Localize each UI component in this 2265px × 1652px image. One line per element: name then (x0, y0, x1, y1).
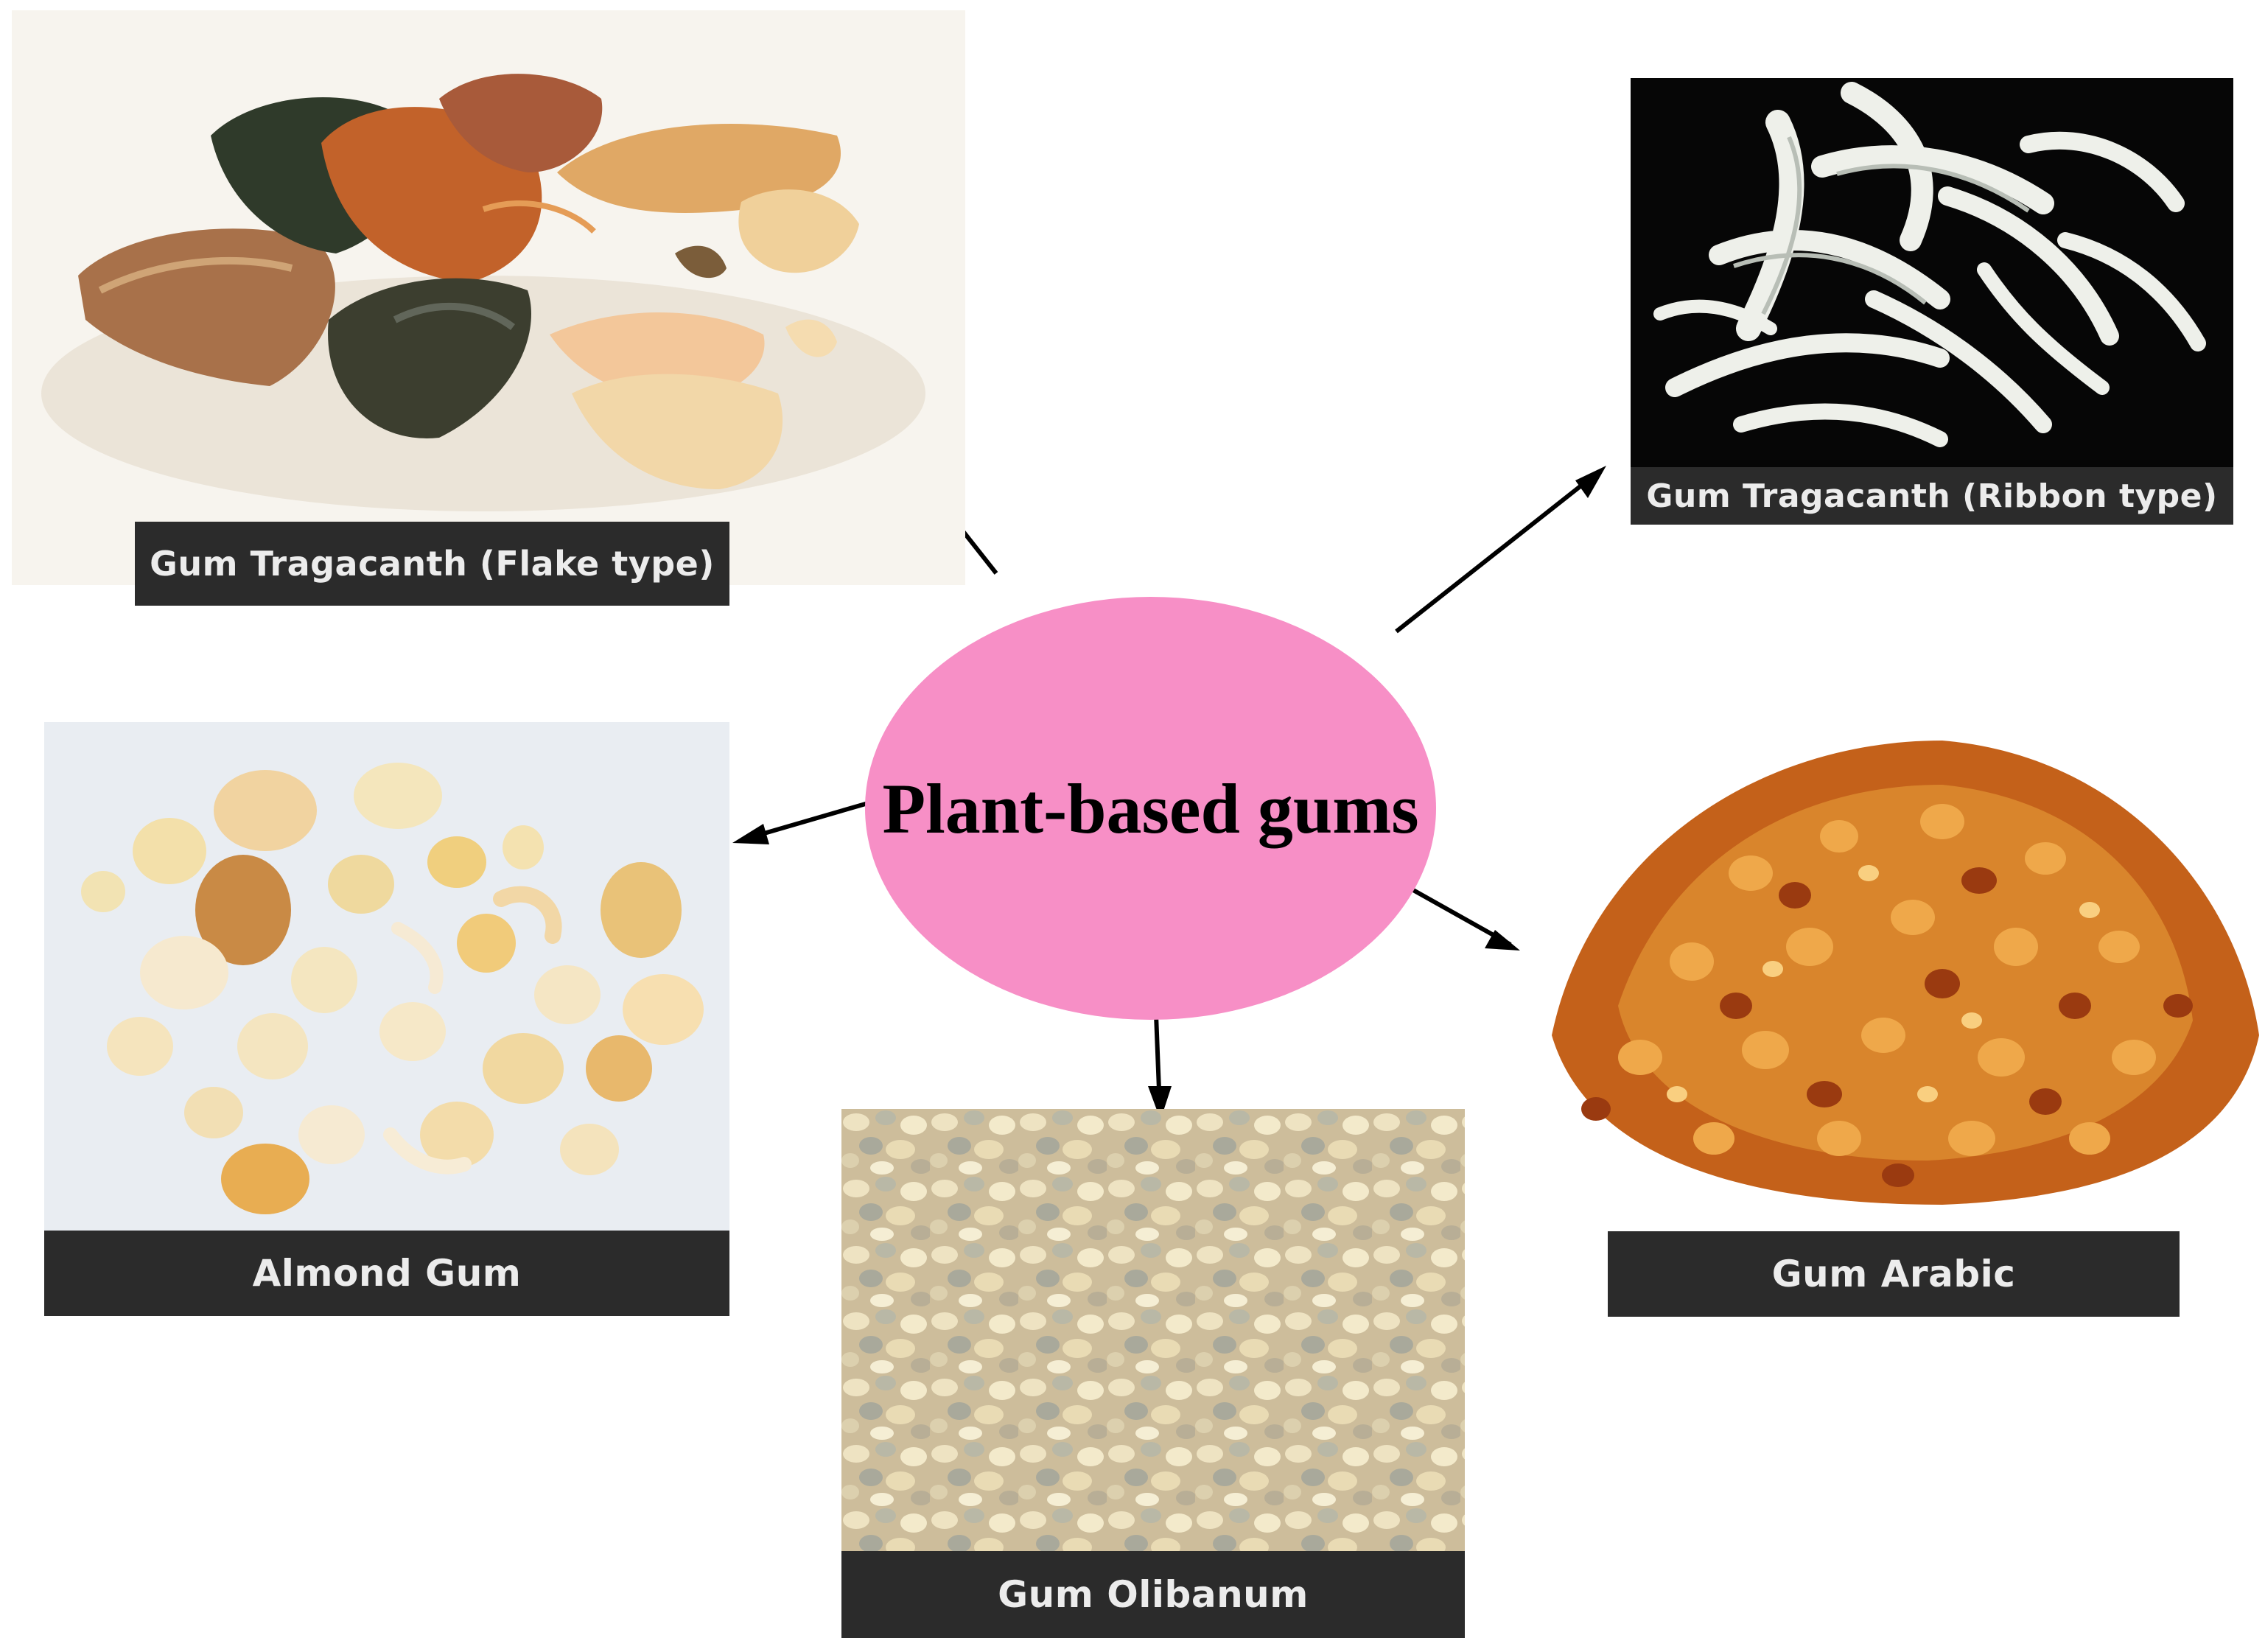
caption-ribbon: Gum Tragacanth (Ribbon type) (1631, 467, 2233, 525)
arrowhead-arabic (1485, 930, 1520, 951)
arrowhead-olibanum (1148, 1086, 1172, 1120)
arabic-photo (1530, 726, 2265, 1227)
panel-ribbon: Gum Tragacanth (Ribbon type) (1631, 78, 2233, 525)
panel-flake (12, 10, 965, 585)
caption-arabic: Gum Arabic (1608, 1231, 2180, 1317)
arrowhead-ribbon (1575, 466, 1606, 498)
ribbon-photo (1631, 78, 2233, 469)
arrow-to-ribbon (1395, 469, 1600, 634)
center-title: Plant-based gums (882, 769, 1419, 848)
caption-almond: Almond Gum (44, 1231, 729, 1316)
olibanum-photo (841, 1109, 1465, 1551)
caption-olibanum: Gum Olibanum (841, 1551, 1465, 1638)
almond-photo (44, 722, 729, 1231)
caption-flake-bar: Gum Tragacanth (Flake type) (135, 522, 729, 606)
flake-photo (12, 10, 965, 585)
panel-arabic: Gum Arabic (1530, 726, 2265, 1317)
panel-almond: Almond Gum (44, 722, 729, 1316)
center-node: Plant-based gums (865, 597, 1436, 1020)
arrowhead-almond (732, 824, 769, 844)
panel-olibanum: Gum Olibanum (841, 1109, 1465, 1638)
